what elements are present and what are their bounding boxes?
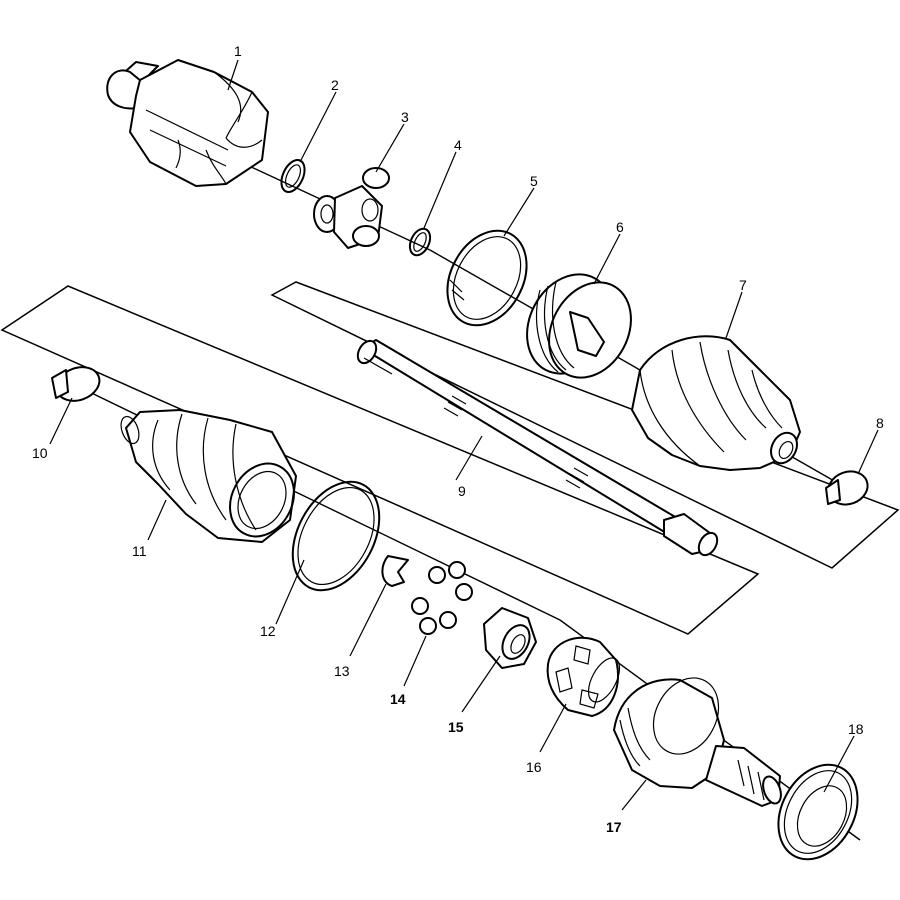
part-11-boot: [120, 409, 297, 543]
part-12-clamp-band: [291, 480, 381, 592]
lower-group-frame: [0, 285, 760, 635]
callout-6: 6: [616, 219, 624, 235]
part-3-tripod: [313, 167, 390, 249]
part-18-seal: [777, 763, 859, 861]
part-13-circlip: [381, 555, 409, 587]
part-1-joint-housing: [106, 59, 269, 187]
callout-12: 12: [260, 623, 276, 639]
callout-10: 10: [32, 445, 48, 461]
part-14-balls: [411, 561, 473, 635]
callout-5: 5: [530, 173, 538, 189]
callout-11: 11: [132, 543, 147, 559]
callout-9: 9: [458, 483, 466, 499]
part-4-snap-ring: [408, 227, 432, 257]
callout-14: 14: [390, 691, 406, 707]
callout-15: 15: [448, 719, 464, 735]
part-10-clamp: [51, 366, 101, 402]
upper-group-frame: [270, 281, 900, 569]
callout-7: 7: [739, 277, 747, 293]
callout-17: 17: [606, 819, 622, 835]
callout-3: 3: [401, 109, 409, 125]
callout-2: 2: [331, 77, 339, 93]
callout-leaders: [49, 59, 879, 811]
part-2-circlip: [280, 159, 306, 193]
part-5-clamp-band: [446, 229, 528, 327]
part-16-cage: [546, 636, 621, 717]
part-6-outer-ring: [526, 273, 632, 379]
callout-16: 16: [526, 759, 542, 775]
callout-8: 8: [876, 415, 884, 431]
part-7-boot: [631, 335, 801, 471]
part-9-half-shaft: [356, 339, 719, 557]
part-17-outer-joint: [613, 677, 782, 807]
callout-18: 18: [848, 721, 864, 737]
part-8-clamp: [825, 470, 869, 506]
callout-4: 4: [454, 137, 462, 153]
callout-13: 13: [334, 663, 350, 679]
part-15-inner-race: [483, 607, 537, 669]
callout-1: 1: [234, 43, 242, 59]
